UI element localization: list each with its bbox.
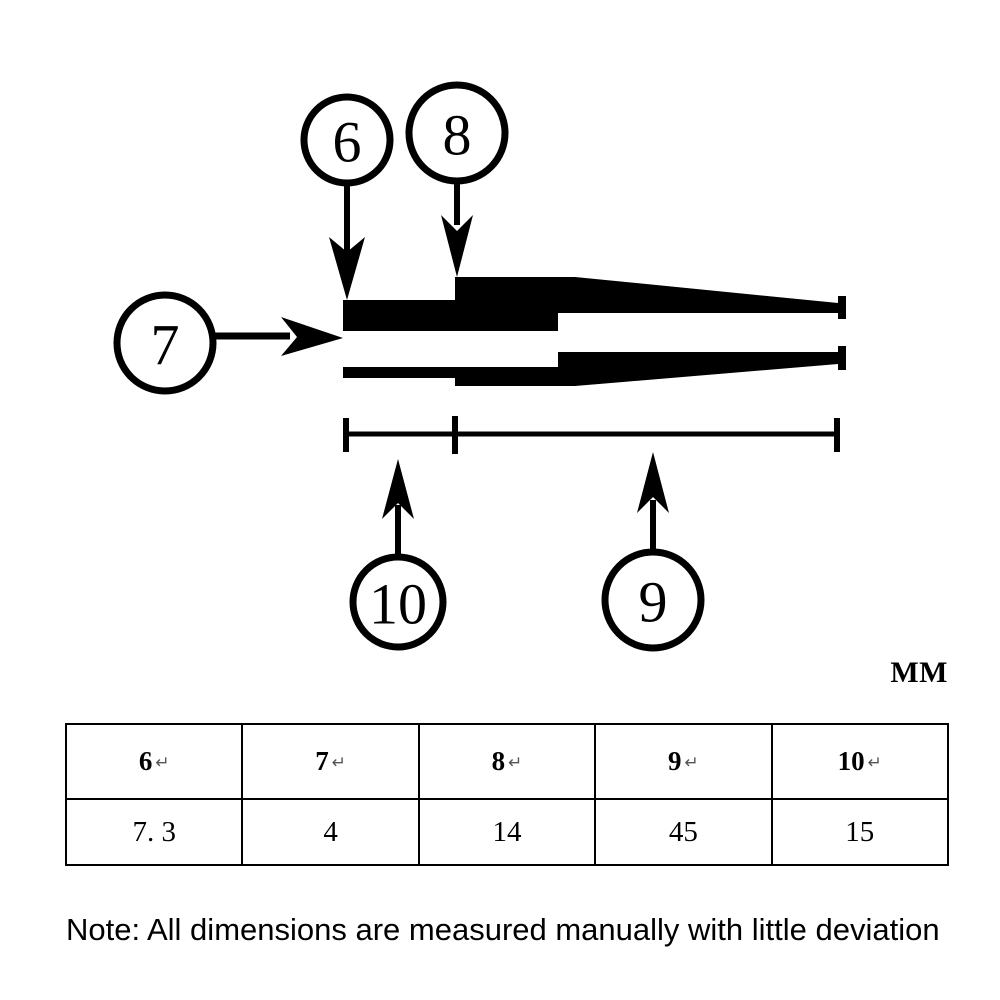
callout-10-arrowhead-up (382, 459, 414, 519)
paragraph-mark-icon: ↵ (155, 753, 170, 773)
paragraph-mark-icon: ↵ (508, 753, 523, 773)
table-header-label-6: 6 (138, 746, 153, 776)
callout-8-label: 8 (443, 103, 472, 168)
table-header-label-9: 9 (667, 746, 682, 776)
callout-10-label: 10 (369, 572, 427, 637)
callout-6[interactable]: 6 (300, 93, 394, 300)
table-header-cell-10: 10↵ (770, 723, 950, 800)
tweezer-upper-arm (343, 277, 846, 331)
callout-7[interactable]: 7 (113, 291, 343, 395)
tweezer-lower-arm (343, 346, 846, 386)
paragraph-mark-icon: ↵ (684, 753, 699, 773)
table-header-label-7: 7 (315, 746, 329, 776)
callout-8[interactable]: 8 (405, 81, 509, 277)
callout-7-circle[interactable] (113, 291, 217, 395)
table-value-cell-9: 45 (594, 798, 773, 866)
callout-9-label: 9 (639, 570, 668, 635)
paragraph-mark-icon: ↵ (331, 753, 346, 773)
table-header-cell-7: 7↵ (241, 723, 420, 800)
dimension-table: 6↵ 7↵ 8↵ 9↵ 10↵ 7. 3 4 14 45 15 (64, 723, 950, 866)
dimension-line-group (343, 416, 840, 454)
table-header-cell-9: 9↵ (594, 723, 773, 800)
callout-8-arrowhead-down (441, 215, 473, 277)
callout-6-arrowhead-down (329, 237, 365, 300)
callout-9[interactable]: 9 (601, 452, 705, 652)
table-header-cell-6: 6↵ (64, 723, 244, 800)
table-header-row: 6↵ 7↵ 8↵ 9↵ 10↵ (64, 723, 950, 800)
table-value-cell-8: 14 (417, 798, 597, 866)
table-header-cell-8: 8↵ (417, 723, 597, 800)
table-header-label-10: 10 (837, 746, 865, 776)
table-header-label-8: 8 (491, 746, 506, 776)
callout-10[interactable]: 10 (349, 459, 447, 651)
table-value-cell-6: 7. 3 (64, 798, 244, 866)
unit-label: MM (890, 656, 948, 689)
note-text: Note: All dimensions are measured manual… (66, 912, 940, 947)
callout-9-arrowhead-up (637, 452, 669, 513)
table-value-cell-10: 15 (770, 798, 950, 866)
lower-arm-outline (343, 346, 846, 386)
table-value-row: 7. 3 4 14 45 15 (64, 798, 950, 866)
callout-7-arrowhead-right (281, 317, 343, 356)
paragraph-mark-icon: ↵ (867, 753, 882, 773)
table-value-cell-7: 4 (241, 798, 420, 866)
callout-6-label: 6 (333, 110, 362, 175)
callout-7-label: 7 (151, 313, 180, 378)
upper-arm-outline (343, 277, 846, 331)
